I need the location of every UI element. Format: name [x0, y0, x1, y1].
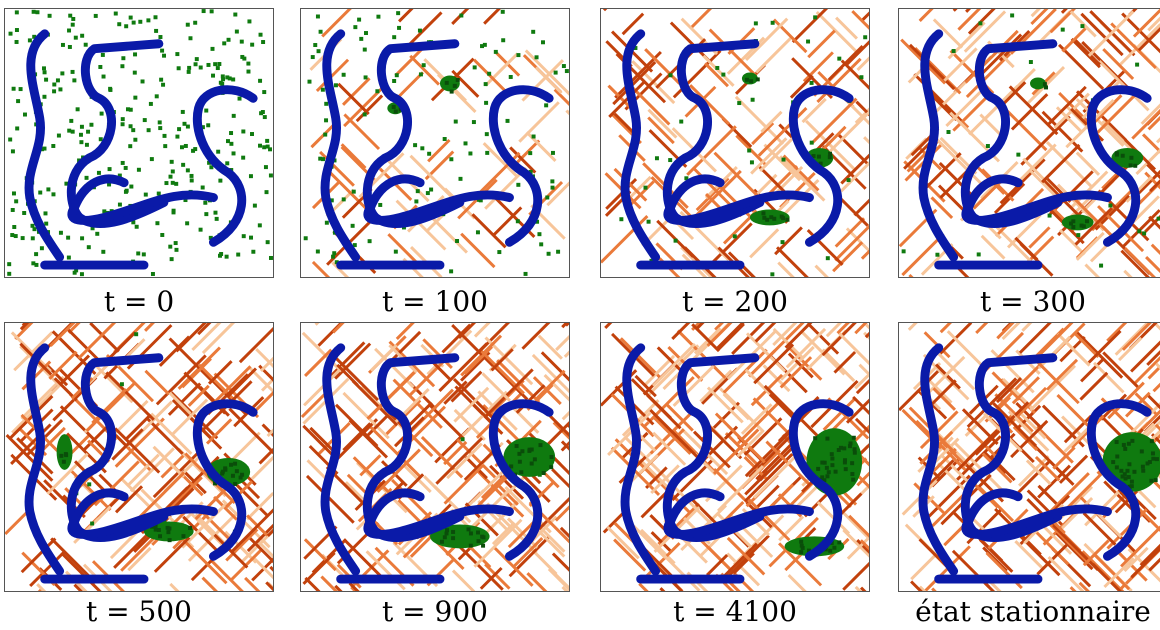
- panel-t900-image: [301, 323, 569, 591]
- panel-t300-image: [899, 9, 1160, 277]
- caption-t4100: t = 4100: [673, 595, 797, 628]
- caption-t100: t = 100: [382, 285, 488, 318]
- panel-t4100: [600, 322, 870, 592]
- river-network: [24, 343, 258, 584]
- river-network: [320, 29, 554, 270]
- vegetation-patches: [430, 437, 556, 549]
- caption-t300: t = 300: [980, 285, 1086, 318]
- river-network: [620, 343, 854, 584]
- panel-t200: [600, 8, 870, 278]
- caption-t900: t = 900: [382, 595, 488, 628]
- vegetation-patches: [1030, 77, 1144, 231]
- panel-t0: [4, 8, 274, 278]
- panel-t300: [898, 8, 1160, 278]
- caption-steady-state: état stationnaire: [915, 595, 1151, 628]
- panel-steady-state: [898, 322, 1160, 592]
- panel-t200-image: [601, 9, 869, 277]
- panel-t500: [4, 322, 274, 592]
- panel-steady-state-image: [899, 323, 1160, 591]
- panel-t4100-image: [601, 323, 869, 591]
- caption-t200: t = 200: [682, 285, 788, 318]
- panel-t900: [300, 322, 570, 592]
- river-network: [918, 29, 1152, 270]
- river-network: [320, 343, 554, 584]
- river-network: [620, 29, 854, 270]
- panel-t0-image: [7, 9, 273, 277]
- river-network: [24, 29, 258, 270]
- vegetation-patches: [56, 434, 251, 543]
- caption-t0: t = 0: [103, 285, 175, 318]
- caption-t500: t = 500: [86, 595, 192, 628]
- panel-t100-image: [303, 9, 569, 277]
- panel-t500-image: [5, 323, 273, 591]
- vegetation-patches: [1102, 432, 1160, 492]
- river-network: [918, 343, 1152, 584]
- vegetation-speckles: [7, 9, 273, 277]
- panel-t100: [300, 8, 570, 278]
